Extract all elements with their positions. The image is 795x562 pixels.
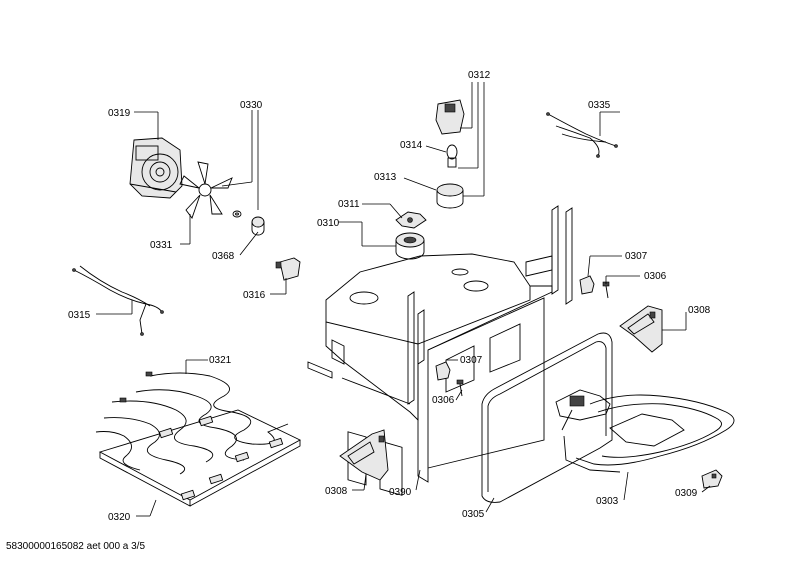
label-0368: 0368: [212, 251, 235, 262]
sensor-cable-part[interactable]: [546, 112, 618, 158]
nut-part[interactable]: [251, 216, 265, 236]
label-0320: 0320: [108, 512, 131, 523]
document-id-footer: 58300000165082 aet 000 a 3/5: [6, 541, 146, 552]
label-0311: 0311: [338, 199, 360, 210]
label-0306-right: 0306: [644, 271, 667, 282]
label-0313: 0313: [374, 172, 397, 183]
lamp-glass-part[interactable]: [436, 183, 464, 209]
fixing-clip-part[interactable]: [701, 469, 723, 489]
label-0319: 0319: [108, 108, 131, 119]
clip-part-right[interactable]: [579, 275, 595, 295]
fan-motor-part[interactable]: [129, 137, 183, 199]
label-0307-right: 0307: [625, 251, 648, 262]
label-0316: 0316: [243, 290, 266, 301]
lamp-socket-part[interactable]: [395, 232, 425, 260]
lamp-holder-plate-part[interactable]: [395, 211, 427, 229]
bracket-part[interactable]: [275, 257, 301, 281]
label-0321: 0321: [209, 355, 232, 366]
washer-part[interactable]: [232, 210, 242, 218]
side-bracket-part-left[interactable]: [339, 429, 389, 481]
label-0331: 0331: [150, 240, 173, 251]
label-0335: 0335: [588, 100, 611, 111]
label-0390: 0390: [389, 487, 412, 498]
label-0308-right: 0308: [688, 305, 711, 316]
lamp-cover-part[interactable]: [435, 99, 465, 135]
label-0315: 0315: [68, 310, 91, 321]
bottom-heater-part[interactable]: [561, 394, 735, 473]
label-0310: 0310: [317, 218, 340, 229]
label-0305: 0305: [462, 509, 485, 520]
label-0307-left: 0307: [460, 355, 483, 366]
circular-heater-part[interactable]: [481, 332, 613, 503]
grill-heater-part[interactable]: [95, 371, 289, 475]
label-0330: 0330: [240, 100, 263, 111]
heater-tray-part[interactable]: [98, 409, 301, 507]
fan-wheel-part[interactable]: [179, 161, 233, 219]
label-0306-left: 0306: [432, 395, 455, 406]
label-0312: 0312: [468, 70, 491, 81]
side-bracket-part-right[interactable]: [619, 305, 663, 353]
screw-part-left[interactable]: [456, 379, 464, 397]
label-0303: 0303: [596, 496, 619, 507]
label-0309: 0309: [675, 488, 698, 499]
lamp-bulb-part[interactable]: [446, 144, 458, 168]
screw-part-right[interactable]: [602, 281, 610, 299]
clip-part-left[interactable]: [435, 361, 451, 381]
label-0314: 0314: [400, 140, 423, 151]
cable-harness-part[interactable]: [72, 265, 164, 336]
label-0308-left: 0308: [325, 486, 348, 497]
